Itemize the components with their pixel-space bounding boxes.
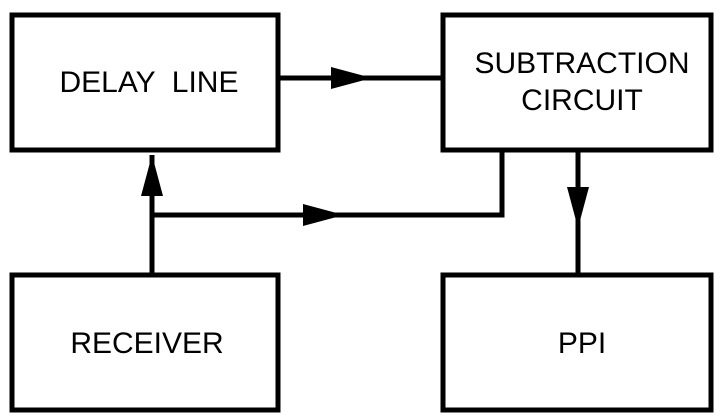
- subtraction-circuit-box: [440, 12, 714, 153]
- delay-line-to-subtraction-arrowhead: [331, 67, 372, 89]
- receiver-to-subtraction-arrowhead: [303, 204, 344, 226]
- receiver-label: RECEIVER: [70, 327, 223, 360]
- connections: [141, 67, 589, 275]
- subtraction-circuit-label-line1: SUBTRACTION: [474, 47, 689, 80]
- ppi-box: [440, 272, 714, 413]
- delay-line-block: DELAY LINE: [9, 12, 281, 153]
- ppi-label: PPI: [558, 327, 606, 360]
- delay-line-label: DELAY LINE: [60, 66, 239, 99]
- receiver-to-delay-line-arrowhead: [141, 155, 163, 196]
- receiver-block: RECEIVER: [9, 272, 281, 413]
- delay-line-box: [9, 12, 281, 153]
- receiver-to-subtraction-wire: [152, 150, 505, 218]
- ppi-block: PPI: [440, 272, 714, 413]
- subtraction-circuit-block: SUBTRACTION CIRCUIT: [440, 12, 714, 153]
- subtraction-circuit-label-line2: CIRCUIT: [521, 84, 643, 117]
- receiver-box: [9, 272, 281, 413]
- subtraction-to-ppi-arrowhead: [567, 187, 589, 228]
